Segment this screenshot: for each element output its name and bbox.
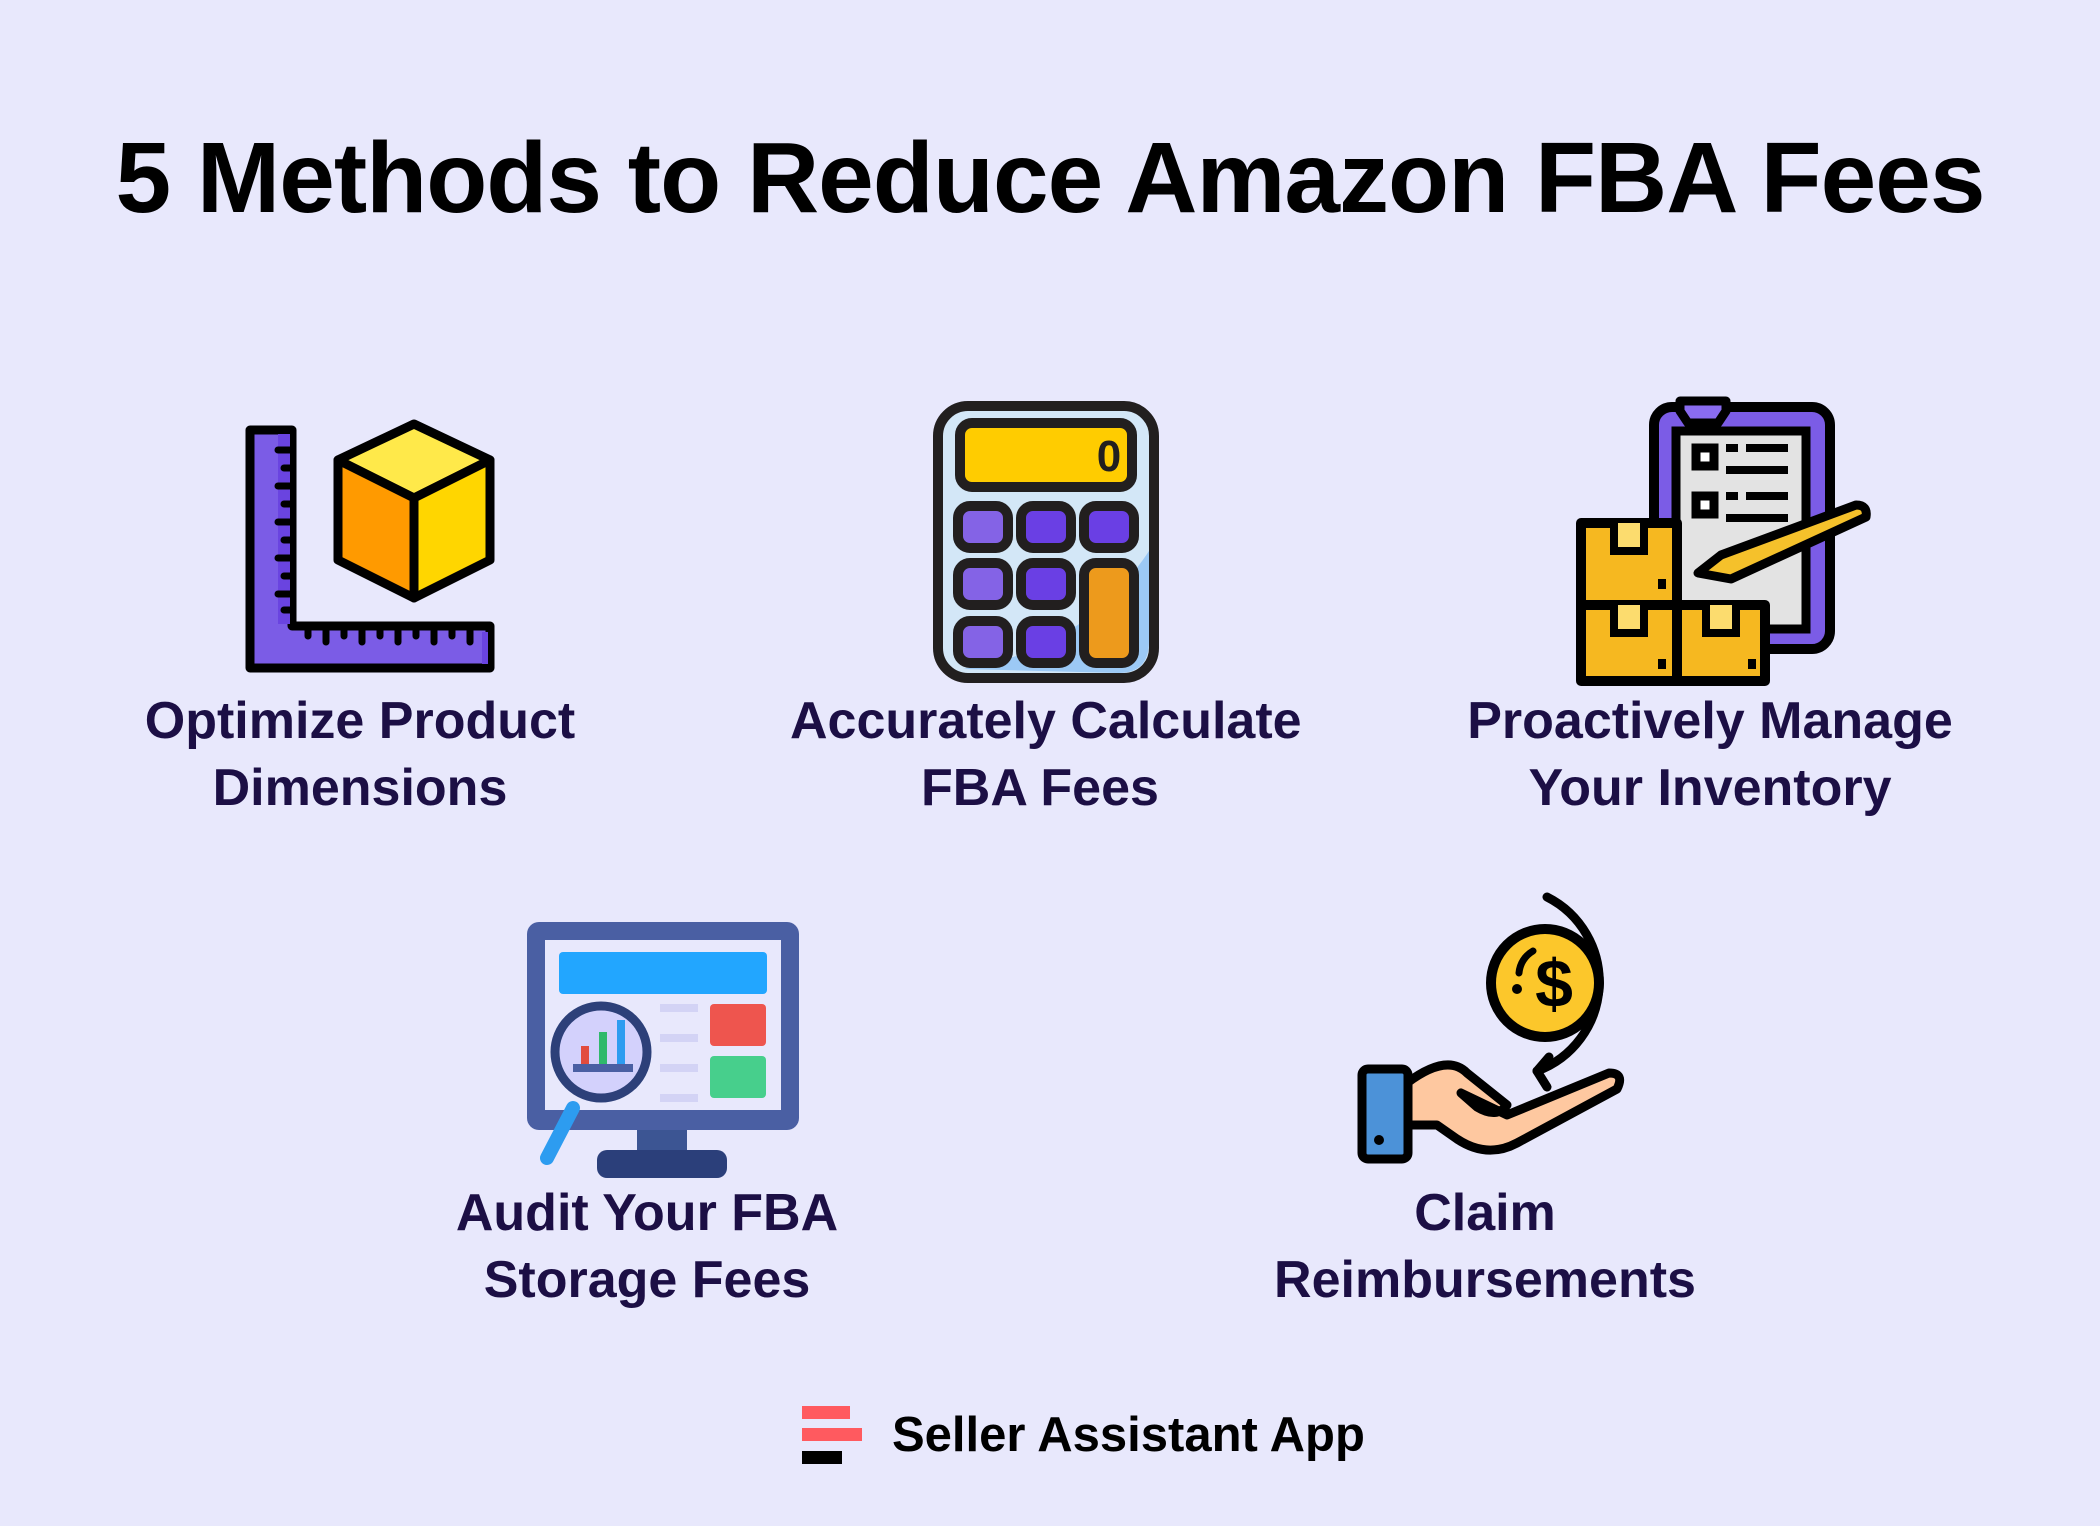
page-title: 5 Methods to Reduce Amazon FBA Fees: [115, 122, 1986, 234]
seller-assistant-logo-icon: [802, 1403, 864, 1467]
clipboard-boxes-icon: [1576, 383, 1871, 686]
coin-symbol: $: [1535, 946, 1573, 1022]
label-line: Optimize Product: [144, 692, 576, 750]
label-line: Proactively Manage: [1467, 692, 1953, 750]
label-line: Dimensions: [212, 759, 508, 817]
label-line: Your Inventory: [1528, 759, 1892, 817]
calculator-icon: 0: [933, 401, 1159, 683]
method-label-claim-reimbursements: Claim Reimbursements: [1235, 1180, 1735, 1314]
method-label-audit-storage: Audit Your FBA Storage Fees: [397, 1180, 897, 1314]
brand-name: Seller Assistant App: [892, 1408, 1365, 1462]
label-line: Claim: [1414, 1184, 1556, 1242]
method-label-optimize-dimensions: Optimize Product Dimensions: [110, 688, 610, 822]
label-line: Storage Fees: [483, 1251, 811, 1309]
monitor-magnifier-icon: [527, 922, 799, 1178]
label-line: Reimbursements: [1274, 1251, 1696, 1309]
calculator-display: 0: [1097, 432, 1121, 481]
hand-coin-icon: $: [1357, 892, 1637, 1171]
method-label-manage-inventory: Proactively Manage Your Inventory: [1460, 688, 1960, 822]
brand-footer: Seller Assistant App: [802, 1400, 1365, 1470]
label-line: Accurately Calculate: [790, 692, 1302, 750]
method-label-calculate-fees: Accurately Calculate FBA Fees: [790, 688, 1302, 822]
label-line: Audit Your FBA: [455, 1184, 839, 1242]
label-line: FBA Fees: [921, 759, 1159, 817]
ruler-box-icon: [242, 419, 498, 678]
